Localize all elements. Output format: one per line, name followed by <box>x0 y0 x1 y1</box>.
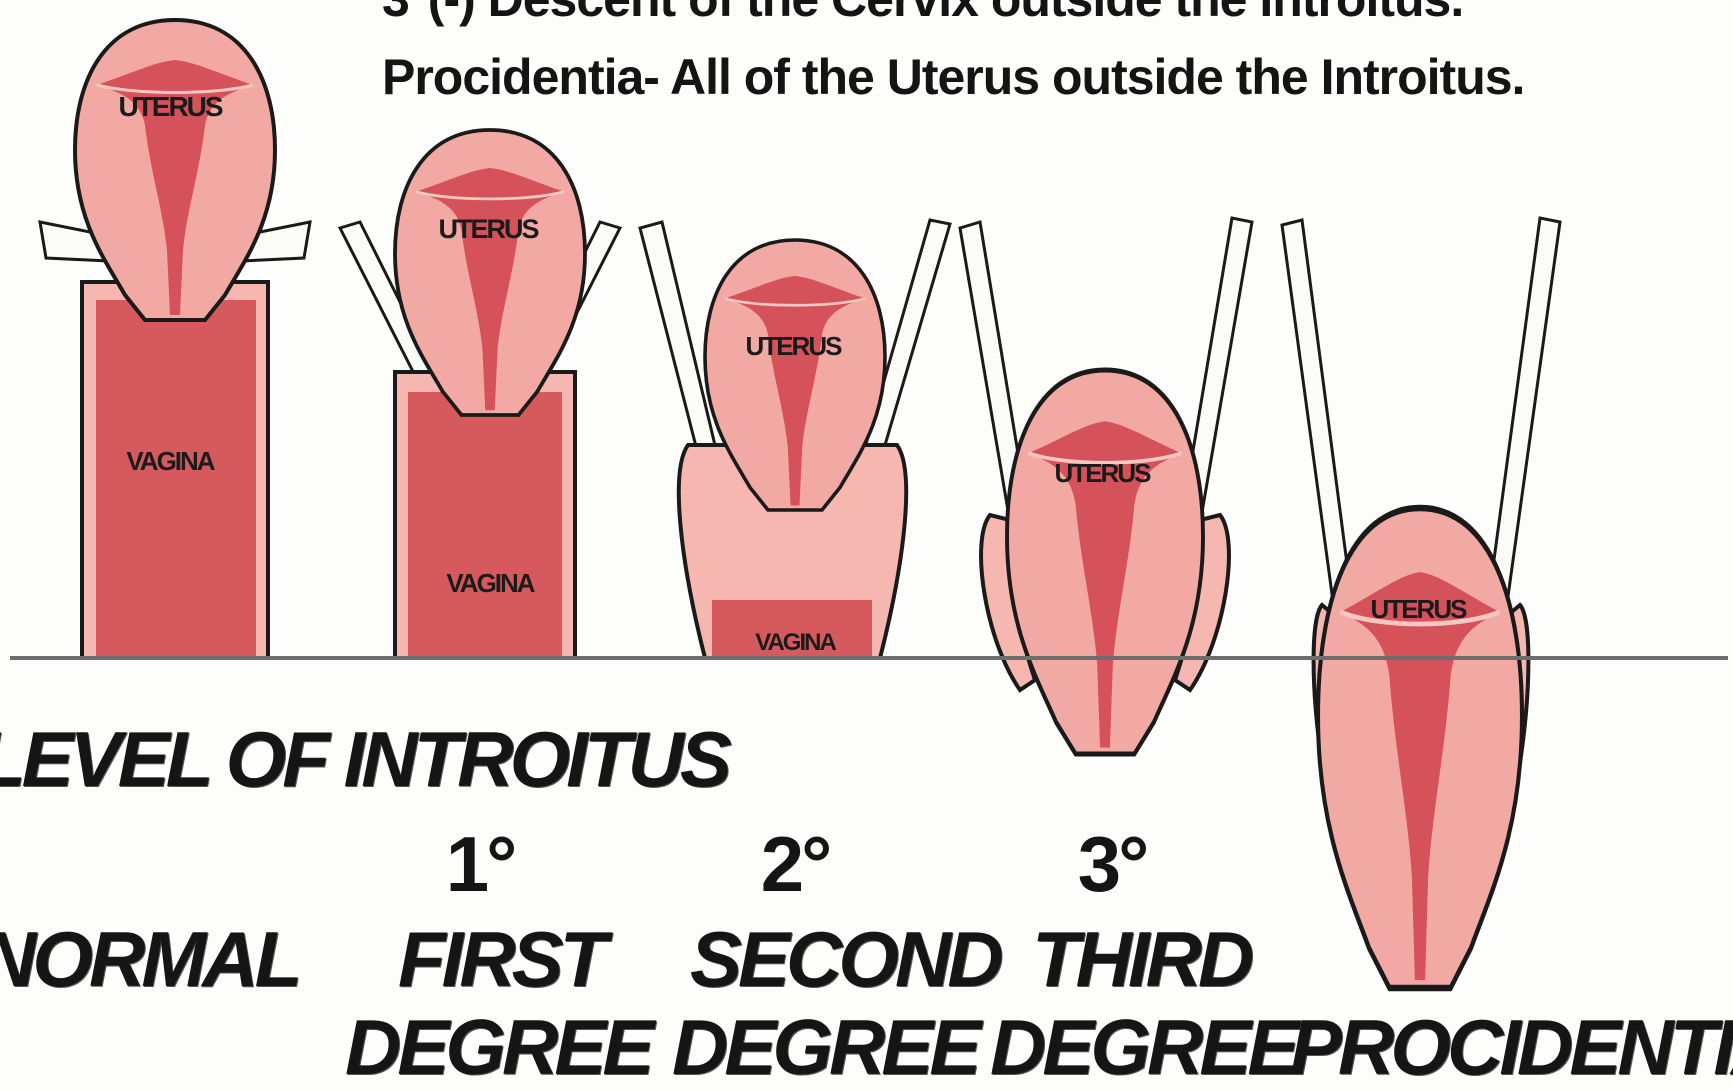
caption-normal: NORMAL <box>0 920 298 998</box>
vagina-label-second: VAGINA <box>755 629 836 656</box>
uterus-procidentia <box>1318 508 1522 988</box>
stage-first-degree: UTERUS VAGINA <box>340 130 620 658</box>
vagina-label-normal: VAGINA <box>126 446 215 476</box>
uterus-label-procidentia: UTERUS <box>1371 594 1468 624</box>
stage-third-degree: UTERUS <box>960 218 1252 754</box>
uterus-label-second: UTERUS <box>746 331 843 361</box>
caption-first: FIRST <box>398 920 603 998</box>
caption-third-degree: DEGREE <box>990 1008 1295 1086</box>
uterus-label-normal: UTERUS <box>118 91 222 122</box>
caption-procidentia: PROCIDENTIA <box>1290 1008 1733 1086</box>
degree-first: 1° <box>430 825 530 903</box>
stage-procidentia: UTERUS <box>1282 218 1560 988</box>
vagina-label-first: VAGINA <box>446 568 535 598</box>
caption-second-degree: DEGREE <box>672 1008 977 1086</box>
caption-second: SECOND <box>690 920 1000 998</box>
uterus-label-third: UTERUS <box>1055 458 1152 488</box>
degree-third: 3° <box>1062 825 1162 903</box>
uterus-third <box>1007 370 1203 754</box>
uterus-normal <box>75 20 275 320</box>
uterus-label-first: UTERUS <box>438 214 538 244</box>
degree-second: 2° <box>745 825 845 903</box>
stage-normal: UTERUS VAGINA <box>40 20 310 658</box>
caption-third: THIRD <box>1032 920 1250 998</box>
stage-second-degree: UTERUS VAGINA <box>640 220 950 658</box>
caption-first-degree: DEGREE <box>345 1008 650 1086</box>
level-of-introitus-label: LEVEL OF INTROITUS <box>0 720 728 798</box>
